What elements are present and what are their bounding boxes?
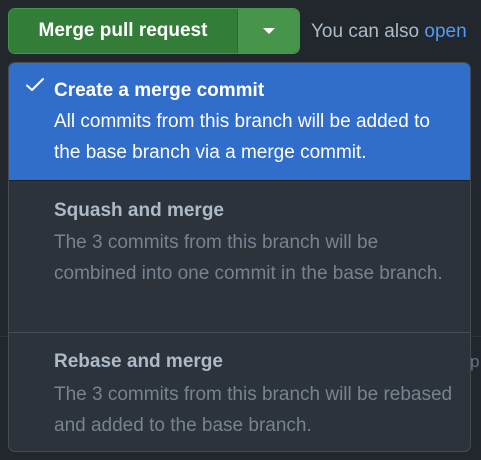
menu-item-title: Create a merge commit	[54, 80, 265, 101]
open-link[interactable]: open	[424, 21, 467, 42]
merge-pull-request-button[interactable]: Merge pull request	[9, 9, 238, 53]
alternative-text: You can also open	[311, 20, 467, 44]
triangle-down-icon	[262, 28, 275, 34]
menu-item-create-merge-commit[interactable]: Create a merge commit All commits from t…	[9, 63, 470, 180]
menu-item-description: The 3 commits from this branch will be r…	[54, 384, 453, 436]
background-text: p	[470, 352, 480, 371]
menu-item-title: Rebase and merge	[54, 351, 223, 372]
check-icon	[26, 78, 44, 91]
merge-method-menu: Create a merge commit All commits from t…	[8, 62, 471, 452]
menu-item-squash-and-merge[interactable]: Squash and merge The 3 commits from this…	[9, 180, 470, 332]
menu-item-description: All commits from this branch will be add…	[54, 111, 430, 163]
alternative-text-prefix: You can also	[311, 21, 425, 42]
merge-button-group: Merge pull request	[8, 8, 300, 54]
menu-item-rebase-and-merge[interactable]: Rebase and merge The 3 commits from this…	[9, 332, 470, 451]
merge-method-dropdown-toggle[interactable]	[238, 9, 299, 53]
menu-item-title: Squash and merge	[54, 200, 224, 221]
menu-item-description: The 3 commits from this branch will be c…	[54, 232, 443, 284]
